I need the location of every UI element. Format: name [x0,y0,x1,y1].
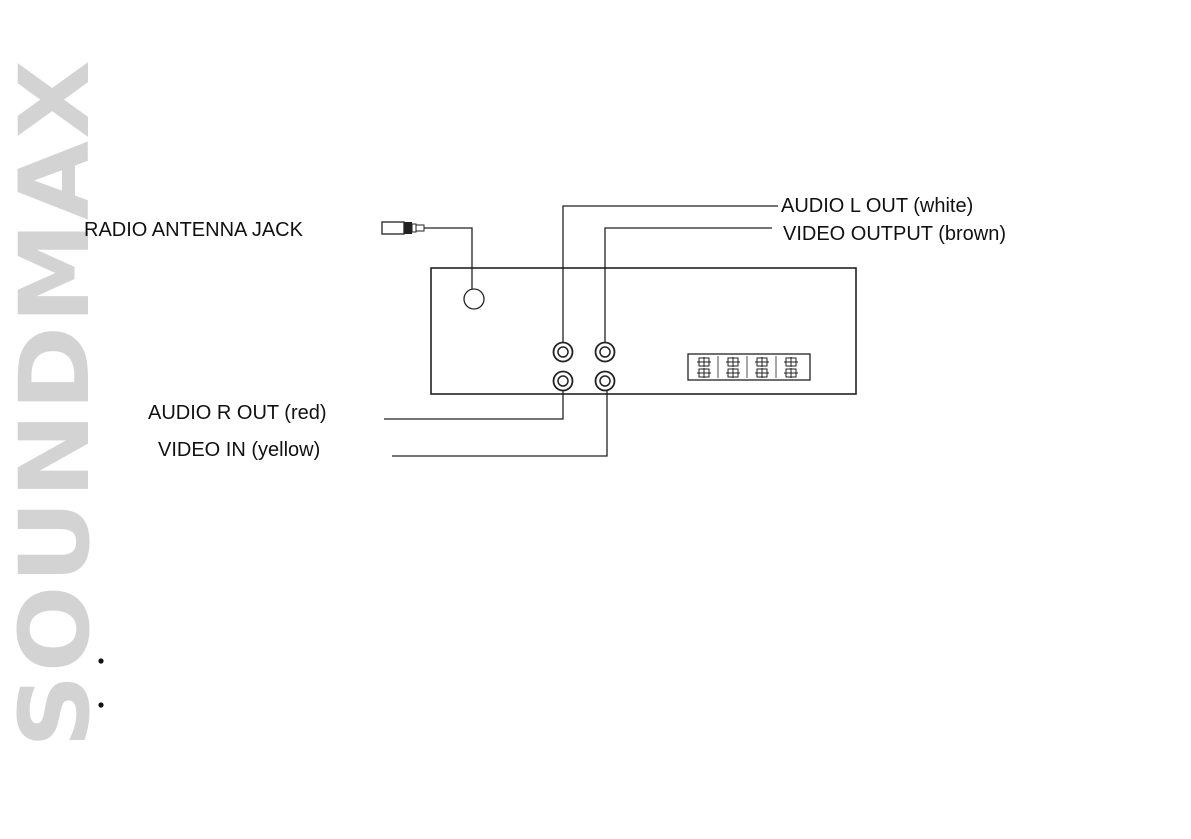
connector-terminal [726,357,740,367]
connector-terminal [755,368,769,378]
label-audio-l-out: AUDIO L OUT (white) [781,195,973,217]
connector-terminal [784,357,798,367]
bullet-point [98,658,104,664]
label-audio-r-out: AUDIO R OUT (red) [148,402,327,424]
bullet-list [98,658,104,708]
rca-jack-video-output [594,341,616,363]
audio-l-out-leader [562,205,778,342]
label-radio-antenna-jack: RADIO ANTENNA JACK [84,219,304,241]
connector-terminal [755,357,769,367]
antenna-socket [463,288,485,310]
antenna-wire [424,227,473,289]
rca-jack-video-in [594,370,616,392]
audio-r-out-leader [384,391,564,420]
video-in-leader [392,391,608,457]
head-unit-rear-panel [430,267,857,395]
connector-terminal [784,368,798,378]
rca-jack-audio-r [552,370,574,392]
soundmax-watermark-text: SOUNDMAX [0,58,111,748]
rca-jack-audio-l [552,341,574,363]
label-video-in: VIDEO IN (yellow) [158,439,320,461]
soundmax-watermark: SOUNDMAX [0,58,111,748]
connector-terminal [697,368,711,378]
bullet-point [98,702,104,708]
video-output-leader [604,227,772,342]
connector-terminal [726,368,740,378]
connector-block [687,353,811,381]
connector-terminal [697,357,711,367]
label-video-output: VIDEO OUTPUT (brown) [783,223,1006,245]
antenna-plug-icon [381,221,425,235]
